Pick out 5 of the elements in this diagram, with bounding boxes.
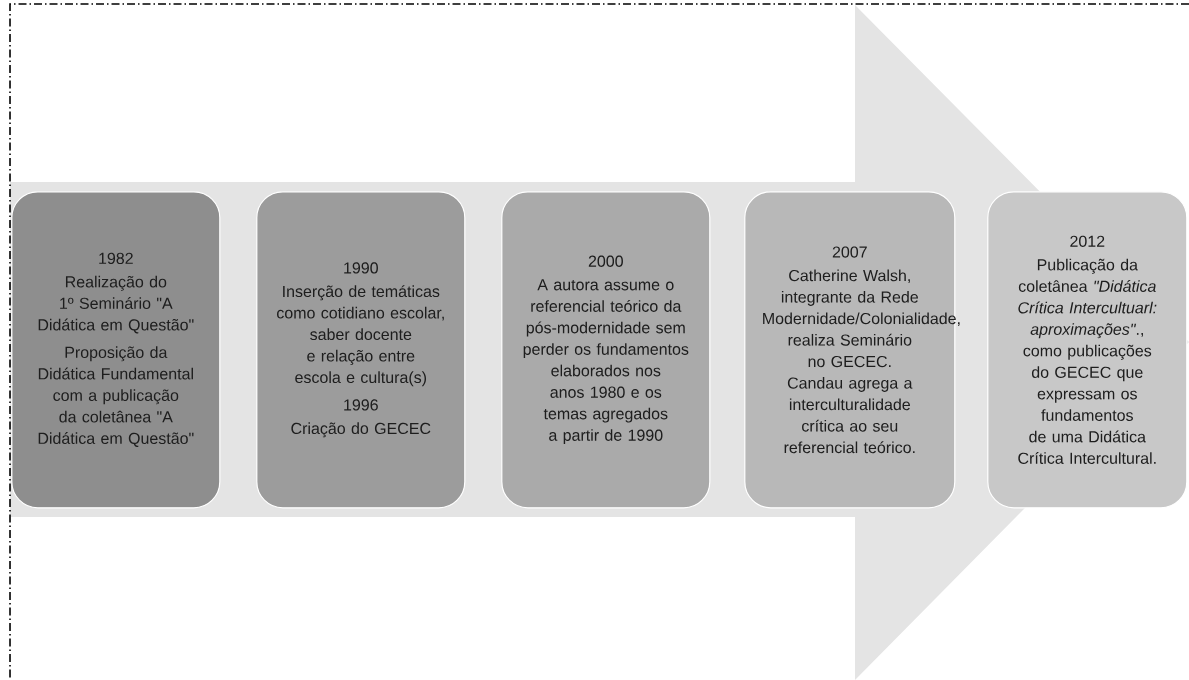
event-box: 2012 Publicação da coletânea "Didática Crítica Intercultuarl: aproximações"., como publicações do GECEC que expressam os fundamentos de uma Didática Crítica Intercultural. <box>987 191 1188 509</box>
event-box: 1982 Realização do 1º Seminário "A Didática em Questão" Proposição da Didática Fundamental com a publicação da coletânea "A Didática em Questão" <box>11 191 221 509</box>
event-box: 2000 A autora assume o referencial teórico da pós-modernidade sem perder os fundamentos elaborados nos anos 1980 e os temas agregados a partir de 1990 <box>501 191 711 509</box>
event-box: 2007 Catherine Walsh, integrante da Rede Modernidade/Colonialidade, realiza Seminário no GECEC. Candau agrega a interculturalidade crítica ao seu referencial teórico. <box>744 191 960 509</box>
event-box: 1990 Inserção de temáticas como cotidiano escolar, saber docente e relação entre escola e cultura(s) 1996 Criação do GECEC <box>256 191 466 509</box>
